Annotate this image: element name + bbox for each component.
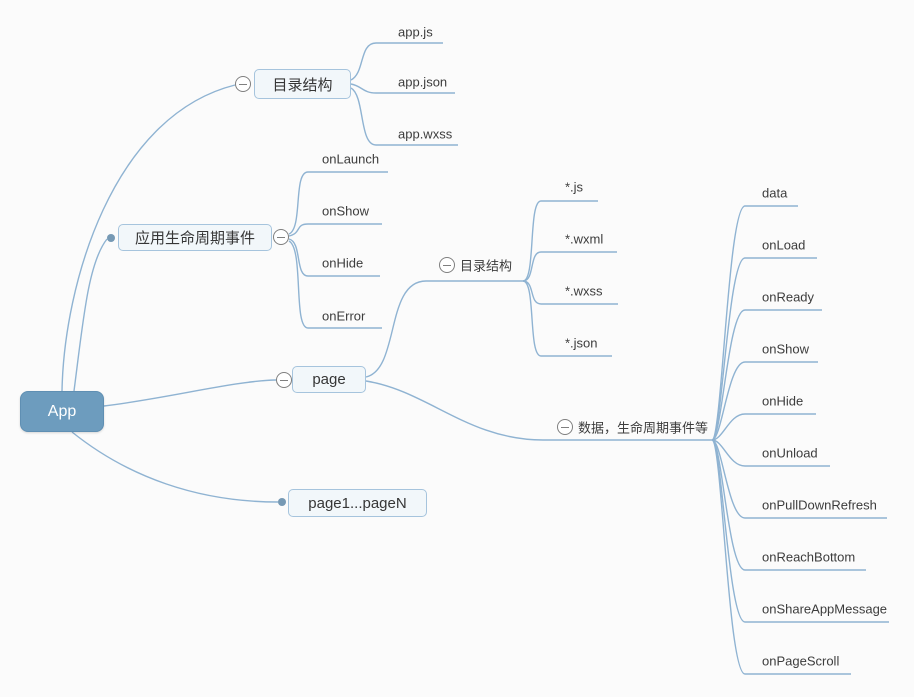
edge-dir1-appwxss (350, 87, 458, 146)
edge-app-dir1 (61, 84, 236, 392)
edge-dir2-json (522, 280, 612, 357)
edge-data-onready (711, 309, 822, 441)
leaf-onlaunch[interactable]: onLaunch (322, 151, 380, 167)
edge-data-onunload (711, 439, 830, 467)
edge-dir2-js (522, 200, 598, 282)
leaf-onunload[interactable]: onUnload (762, 445, 818, 461)
leaf-onready[interactable]: onReady (762, 289, 815, 305)
edge-lc-onerror (288, 240, 382, 329)
edge-data-onshow (711, 361, 818, 441)
leaf-star-js[interactable]: *.js (565, 179, 584, 195)
node-page[interactable]: page (292, 366, 366, 393)
leaf-onreachbottom[interactable]: onReachBottom (762, 549, 856, 565)
leaf-star-wxss[interactable]: *.wxss (565, 283, 603, 299)
node-page1-pagen[interactable]: page1...pageN (288, 489, 427, 517)
minus-glyph (239, 83, 247, 85)
leaf-onpagescroll[interactable]: onPageScroll (762, 653, 840, 669)
leaf-onshow[interactable]: onShow (322, 203, 369, 219)
collapse-minus-icon[interactable] (235, 76, 251, 92)
edge-dir1-appjs (350, 42, 443, 81)
node-dir-structure-1[interactable]: 目录结构 (254, 69, 351, 99)
minus-glyph (280, 379, 288, 381)
minus-glyph (443, 264, 451, 266)
root-node-app[interactable]: App (20, 391, 104, 432)
edge-page-data (365, 380, 712, 441)
edge-app-pages (71, 431, 279, 503)
leaf-onshareappmessage[interactable]: onShareAppMessage (762, 601, 888, 617)
edge-lc-onlaunch (288, 171, 388, 235)
edge-data-onpagescroll (711, 439, 851, 675)
leaf-star-json[interactable]: *.json (565, 335, 598, 351)
leaf-onpulldownrefresh[interactable]: onPullDownRefresh (762, 497, 877, 513)
node-dir-structure-2[interactable]: 目录结构 (460, 258, 513, 274)
minus-glyph (561, 426, 569, 428)
edge-data-onload (711, 257, 817, 441)
leaf-app-js[interactable]: app.js (398, 24, 433, 40)
node-data-lifecycle-events[interactable]: 数据，生命周期事件等 (578, 420, 709, 436)
edge-data-onhide (711, 413, 816, 441)
edge-app-lifecycle (73, 238, 108, 392)
edge-lc-onhide (288, 238, 380, 277)
edge-dir1-appjson (350, 83, 455, 94)
connector-dot-icon (107, 234, 115, 242)
leaf-onhide-page[interactable]: onHide (762, 393, 804, 409)
leaf-onerror[interactable]: onError (322, 308, 366, 324)
edge-app-page (103, 379, 277, 407)
minus-glyph (277, 236, 285, 238)
edge-data-onshare (711, 439, 889, 623)
edge-page-dir2 (365, 280, 523, 378)
leaf-app-json[interactable]: app.json (398, 74, 448, 90)
leaf-onshow-page[interactable]: onShow (762, 341, 809, 357)
leaf-app-wxss[interactable]: app.wxss (398, 126, 453, 142)
leaf-onhide[interactable]: onHide (322, 255, 364, 271)
connector-dot-icon (278, 498, 286, 506)
collapse-minus-icon[interactable] (439, 257, 455, 273)
collapse-minus-icon[interactable] (276, 372, 292, 388)
edge-lc-onshow (288, 223, 382, 237)
leaf-data[interactable]: data (762, 185, 788, 201)
node-app-lifecycle-events[interactable]: 应用生命周期事件 (118, 224, 272, 251)
collapse-minus-icon[interactable] (273, 229, 289, 245)
leaf-star-wxml[interactable]: *.wxml (565, 231, 604, 247)
collapse-minus-icon[interactable] (557, 419, 573, 435)
leaf-onload[interactable]: onLoad (762, 237, 806, 253)
edge-dir2-wxml (522, 251, 617, 282)
